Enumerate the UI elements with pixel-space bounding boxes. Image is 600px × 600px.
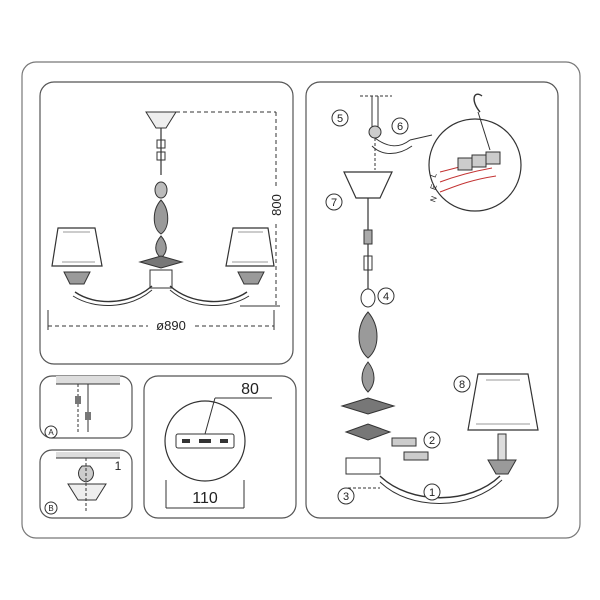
panel-bracket xyxy=(143,375,297,519)
right-arm xyxy=(169,285,248,303)
variant-a-label: A xyxy=(48,428,54,437)
diameter-dimension: ø890 xyxy=(156,318,186,333)
step-8-label: 8 xyxy=(459,379,465,391)
bracket-height-label: 80 xyxy=(241,381,259,398)
wire-e-label: E xyxy=(429,183,439,191)
left-shade xyxy=(51,227,103,267)
panel-overview xyxy=(39,81,294,365)
height-dimension: 800 xyxy=(269,194,284,216)
step-4-label: 4 xyxy=(383,291,389,303)
assembly-arm xyxy=(379,475,501,499)
step-7-circle xyxy=(325,193,343,211)
step-6-circle xyxy=(391,117,409,135)
step-5-label: 5 xyxy=(337,113,343,125)
wire-n-label: N xyxy=(428,195,439,204)
step-2-circle xyxy=(423,431,441,449)
glass-column xyxy=(153,199,169,235)
panel-variant-b xyxy=(39,449,133,519)
panel-assembly xyxy=(305,81,559,519)
assembly-canopy xyxy=(343,171,393,199)
step-6-label: 6 xyxy=(397,121,403,133)
right-shade xyxy=(225,227,275,267)
step-7-label: 7 xyxy=(331,197,337,209)
variant-b-badge xyxy=(44,501,58,515)
step-4-circle xyxy=(377,287,395,305)
variant-b-note: 1 xyxy=(115,459,122,473)
step-3-label: 3 xyxy=(343,491,349,503)
assembly-shade xyxy=(467,373,539,431)
wire-l-label: L xyxy=(429,171,439,179)
bracket-width-label: 110 xyxy=(192,490,218,507)
outer-frame xyxy=(21,61,581,539)
step-3-circle xyxy=(337,487,355,505)
variant-b-label: B xyxy=(48,504,53,513)
step-2-label: 2 xyxy=(429,435,435,447)
left-arm xyxy=(74,285,153,303)
canopy xyxy=(145,111,177,129)
step-8-circle xyxy=(453,375,471,393)
panel-variant-a xyxy=(39,375,133,439)
step-1-circle xyxy=(423,483,441,501)
step-5-circle xyxy=(331,109,349,127)
variant-a-badge xyxy=(44,425,58,439)
step-1-label: 1 xyxy=(429,487,435,499)
